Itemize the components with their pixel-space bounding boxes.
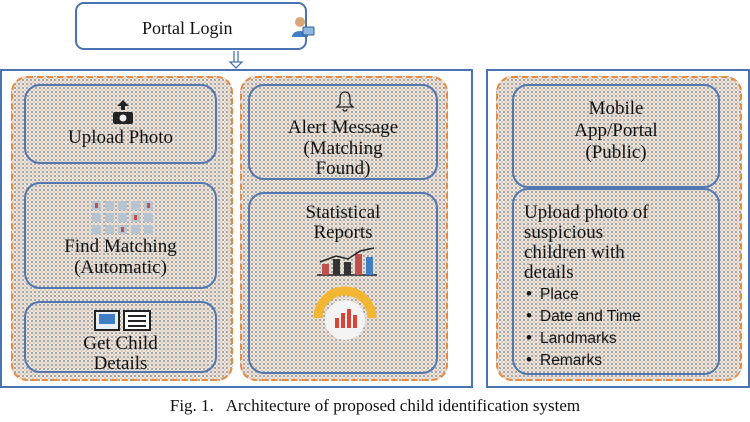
alert-message-sub2: Found) [315,158,371,179]
id-card-icon [94,310,151,331]
alert-message-card[interactable]: Alert Message (Matching Found) [248,84,438,180]
mobile-app-public: (Public) [585,142,647,163]
alert-message-label: Alert Message [287,117,399,138]
mobile-app-label: Mobile [588,98,644,119]
list-item: Landmarks [526,327,641,349]
camera-upload-icon [113,100,133,124]
statistical-reports-card[interactable]: Statistical Reports [248,192,438,374]
public-upload-line1: Upload photo of [524,202,649,223]
get-child-details-card[interactable]: Get Child Details [24,301,217,374]
list-item: Date and Time [526,305,641,327]
figure-caption: Fig. 1. Architecture of proposed child i… [169,396,581,415]
public-upload-line2: suspicious [524,222,604,243]
mobile-app-card[interactable]: Mobile App/Portal (Public) [512,84,720,188]
public-panel [486,69,750,388]
list-item: Remarks [526,349,641,371]
details-list: Place Date and Time Landmarks Remarks [526,283,641,371]
gauge-report-icon [313,286,377,340]
statistical-reports-label: Statistical [305,202,381,223]
public-upload-line3: children with [524,242,625,263]
down-arrow-icon [228,51,244,69]
upload-photo-label: Upload Photo [67,127,174,148]
portal-login-box[interactable]: Portal Login [75,2,315,50]
public-upload-line4: details [524,262,574,283]
alert-message-sub1: (Matching [303,138,383,159]
statistical-reports-sub: Reports [313,222,373,243]
portal-login-label: Portal Login [142,18,233,38]
find-matching-card[interactable]: Find Matching (Automatic) [24,182,217,289]
list-item: Place [526,283,641,305]
photo-grid-icon [92,201,153,234]
get-child-label: Get Child [83,333,158,354]
user-login-icon [292,17,315,37]
admin-panel [0,69,473,388]
find-matching-sub: (Automatic) [74,257,167,278]
find-matching-label: Find Matching [64,236,177,257]
mobile-app-portal: App/Portal [574,120,658,141]
upload-photo-card[interactable]: Upload Photo [24,84,217,164]
bell-icon [335,91,355,112]
get-child-sub: Details [93,353,148,374]
public-upload-card[interactable]: Upload photo of suspicious children with… [512,188,720,375]
bar-chart-icon [317,247,377,276]
